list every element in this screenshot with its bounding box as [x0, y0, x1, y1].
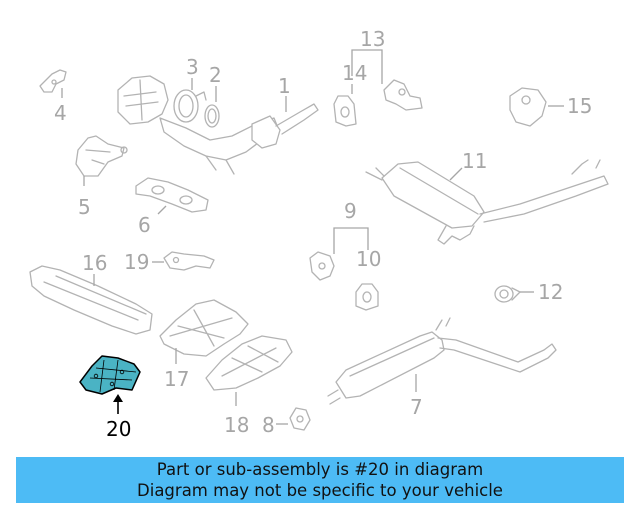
- label-13: 13: [360, 27, 385, 51]
- label-6: 6: [138, 213, 151, 237]
- part-18-heat-shield: [205, 335, 293, 391]
- label-2: 2: [209, 63, 222, 87]
- part-19-bracket: [163, 251, 215, 271]
- label-19: 19: [124, 250, 149, 274]
- part-11-rear-muffler: [365, 159, 609, 245]
- part-2-gasket: [204, 104, 220, 128]
- part-9-hanger-bracket: [309, 251, 335, 281]
- label-8: 8: [262, 413, 275, 437]
- label-14: 14: [342, 61, 367, 85]
- banner-line-1: Part or sub-assembly is #20 in diagram: [156, 460, 484, 479]
- label-10: 10: [356, 247, 381, 271]
- label-7: 7: [410, 395, 423, 419]
- label-20: 20: [106, 417, 131, 441]
- part-6-flange-gasket: [135, 177, 209, 213]
- label-16: 16: [82, 251, 107, 275]
- leader-6: [157, 205, 167, 215]
- label-3: 3: [186, 55, 199, 79]
- part-20-highlighted-plate: [79, 355, 141, 395]
- part-16-heat-shield: [29, 265, 153, 335]
- part-3-clamp: [173, 89, 207, 123]
- part-1-catalytic-converter: [117, 75, 319, 175]
- label-9: 9: [344, 199, 357, 223]
- part-14-rubber-hanger: [333, 95, 357, 127]
- leader-11: [449, 167, 463, 181]
- part-15-mount: [509, 87, 547, 127]
- part-4-bracket: [39, 69, 67, 93]
- label-1: 1: [278, 74, 291, 98]
- part-7-center-muffler: [327, 317, 557, 405]
- banner-line-2: Diagram may not be specific to your vehi…: [137, 481, 503, 500]
- part-10-rubber-insulator: [355, 283, 379, 311]
- label-4: 4: [54, 101, 67, 125]
- part-17-heat-shield: [159, 299, 249, 357]
- info-banner: Part or sub-assembly is #20 in diagram D…: [16, 457, 624, 503]
- label-18: 18: [224, 413, 249, 437]
- exhaust-parts-diagram: 4 5 3 2 1 6 13: [29, 27, 609, 441]
- label-17: 17: [164, 367, 189, 391]
- label-11: 11: [462, 149, 487, 173]
- label-12: 12: [538, 280, 563, 304]
- part-5-heat-shield-bracket: [75, 135, 128, 177]
- leader-13: [351, 49, 383, 84]
- label-15: 15: [567, 94, 592, 118]
- leader-20-arrowhead: [113, 394, 123, 402]
- leader-9: [333, 227, 369, 254]
- part-12-clamp: [494, 285, 521, 303]
- label-5: 5: [78, 195, 91, 219]
- part-13-hanger-bracket: [383, 79, 423, 111]
- part-8-clamp: [289, 407, 311, 431]
